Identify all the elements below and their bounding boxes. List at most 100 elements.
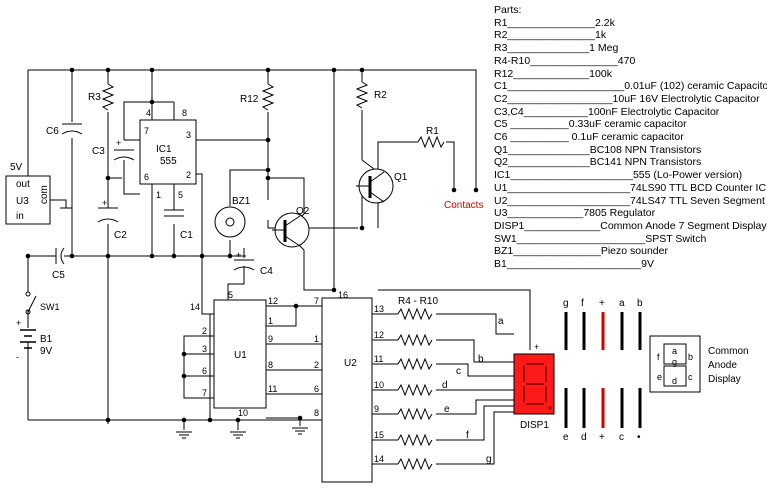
u2-pin9: 9 (374, 404, 379, 414)
disp1-display (513, 353, 555, 415)
b1-battery (20, 329, 36, 349)
legend-g: g (672, 357, 677, 367)
pin-bot-c: c (619, 432, 624, 443)
bz1-piezo (214, 206, 246, 238)
c2-plus: + (102, 198, 107, 208)
wire-f-label: f (466, 430, 469, 441)
contacts-label: Contacts (444, 200, 483, 211)
u2-pin6: 6 (314, 384, 319, 394)
parts-row-c1: C1____________________0.01uF (102) ceram… (494, 80, 767, 93)
ic1-pin5: 5 (178, 190, 183, 200)
wire-e-label: e (444, 404, 450, 415)
ic1-pin7: 7 (144, 126, 149, 136)
ic1-pin2: 2 (186, 170, 191, 180)
c3-capacitor (113, 149, 135, 161)
u3-in-label: in (16, 211, 24, 222)
parts-row-r1: R1_______________2.2k (494, 16, 615, 29)
legend-title-1: Common (708, 346, 749, 357)
parts-row-sw1: SW1______________________SPST Switch (494, 232, 707, 245)
c5-capacitor (55, 247, 65, 265)
v5-label: 5V (10, 162, 23, 173)
parts-row-c3-c4: C3,C4___________100nF Electrolytic Capac… (494, 105, 720, 118)
pin-top-b: b (637, 298, 643, 309)
u2-pin11: 11 (374, 354, 383, 364)
c2-label: C2 (114, 230, 127, 241)
parts-row-r4-r10: R4-R10_______________470 (494, 54, 636, 67)
parts-heading: Parts: (494, 4, 522, 16)
r12-resistor (261, 83, 275, 111)
u1-pin11: 11 (268, 384, 277, 394)
b1-minus: - (16, 352, 19, 362)
legend-title-2: Anode (708, 360, 737, 371)
parts-row-c2: C2__________________10uF 16V Electrolyti… (494, 92, 760, 105)
ic1-pin1: 1 (156, 190, 161, 200)
r2-resistor (355, 81, 369, 109)
junctions (25, 67, 479, 423)
q1-transistor (356, 168, 394, 204)
u2-decoder (321, 297, 373, 483)
u1-label: U1 (234, 350, 247, 361)
u2-pin12: 12 (374, 330, 384, 340)
parts-row-b1: B1_______________________9V (494, 258, 654, 271)
u1-pin5: 5 (228, 290, 233, 300)
u1-pin2: 2 (202, 326, 207, 336)
c4-label: C4 (260, 266, 273, 277)
bz1-label: BZ1 (232, 196, 251, 207)
display-pinout (564, 312, 642, 428)
q2-label: Q2 (296, 206, 310, 217)
r4-r10-label: R4 - R10 (398, 296, 438, 307)
u2-pin16: 16 (338, 290, 348, 300)
q1-label: Q1 (394, 172, 408, 183)
u1-counter (213, 299, 267, 409)
wire-d-label: d (442, 380, 448, 391)
u1-pin7: 7 (202, 388, 207, 398)
sw1-switch (25, 291, 37, 315)
parts-row-u3: U3_____________7805 Regulator (494, 207, 656, 220)
parts-row-c6: C6 __________ 0.1uF ceramic capacitor (494, 131, 684, 144)
wires (27, 69, 531, 465)
segment-legend (649, 335, 701, 393)
parts-row-r2: R2_______________1k (494, 29, 607, 42)
r3-resistor (101, 83, 115, 111)
ic1-pin4: 4 (146, 108, 151, 118)
legend-b: b (688, 352, 693, 362)
u3-out-label: out (16, 179, 30, 190)
u1-pin8: 8 (268, 360, 273, 370)
parts-row-q2: Q2______________BC141 NPN Transistors (494, 156, 702, 169)
parts-row-r3: R3______________1 Meg (494, 42, 619, 55)
legend-e: e (657, 372, 662, 382)
b1-voltage: 9V (40, 346, 53, 357)
disp1-label: DISP1 (520, 420, 549, 431)
u3-regulator (5, 175, 51, 225)
r2-label: R2 (374, 90, 387, 101)
u3-com-label: com (39, 185, 50, 204)
ground-symbols (176, 427, 308, 439)
pin-top-plus: + (599, 298, 605, 309)
u2-pin13: 13 (374, 304, 384, 314)
parts-row-bz1: BZ1_______________Piezo sounder (494, 245, 668, 258)
legend-a: a (672, 346, 677, 356)
u1-pin14: 14 (190, 302, 200, 312)
r4-r10-resistors (397, 307, 433, 471)
c4-capacitor (233, 259, 255, 271)
pin-top-a: a (619, 298, 625, 309)
u3-label: U3 (16, 196, 29, 207)
ic1-type: 555 (160, 156, 177, 167)
b1-label: B1 (40, 334, 53, 345)
r12-label: R12 (240, 94, 259, 105)
parts-row-disp1: DISP1_____________Common Anode 7 Segment… (494, 219, 767, 232)
c4-plus: + (236, 250, 241, 260)
q2-transistor (272, 212, 310, 248)
u2-pin8: 8 (314, 408, 319, 418)
pin-bot-d: d (581, 432, 587, 443)
wire-g-label: g (486, 454, 492, 465)
ic1-label: IC1 (156, 144, 172, 155)
u2-pin7: 7 (314, 296, 319, 306)
c1-label: C1 (180, 230, 193, 241)
u2-pin14: 14 (374, 454, 384, 464)
c6-capacitor (61, 123, 83, 135)
wire-c-label: c (456, 366, 461, 377)
r3-label: R3 (88, 92, 101, 103)
u1-pin1: 1 (268, 316, 273, 326)
